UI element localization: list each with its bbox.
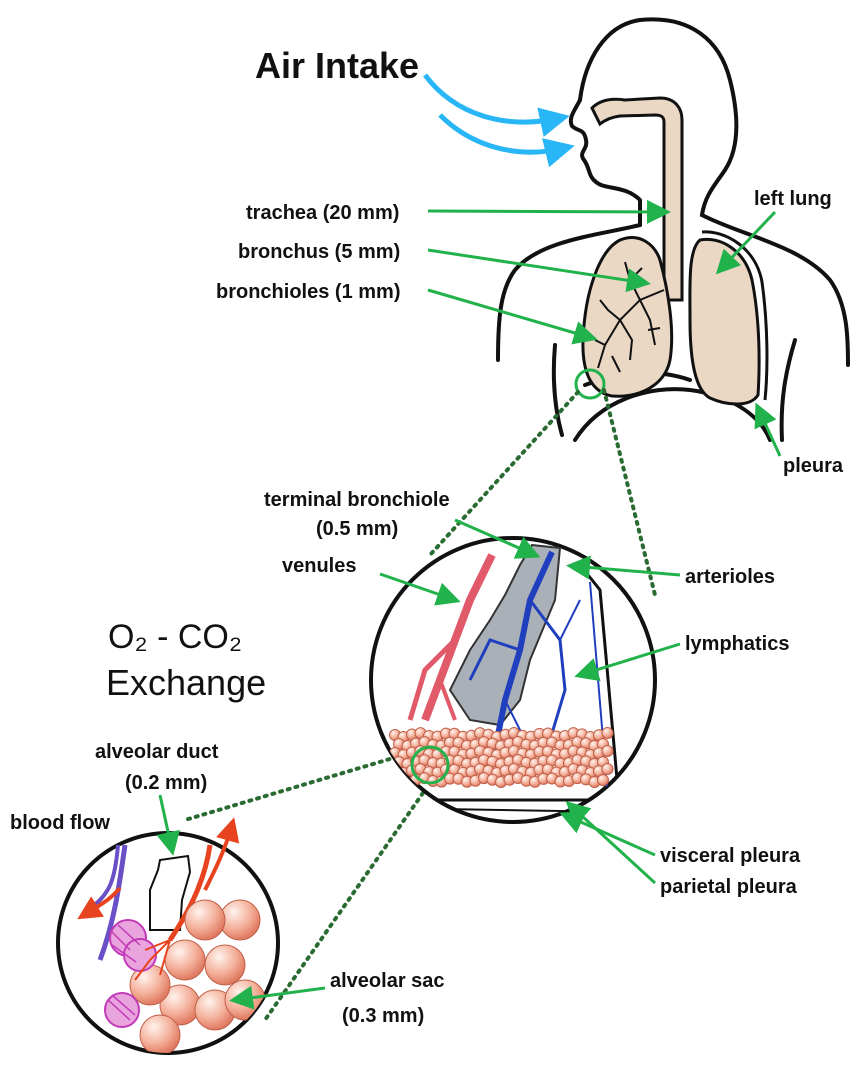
label-pleura: pleura (783, 455, 844, 477)
alveolus (220, 900, 260, 940)
title-exchange-line1: O₂ - CO₂ (108, 618, 242, 656)
label-alveolar-sac: alveolar sac (330, 970, 445, 992)
air-arrows (425, 75, 565, 152)
title-exchange-line2: Exchange (106, 662, 266, 703)
label-terminal-bronchiole-size: (0.5 mm) (316, 518, 398, 540)
label-arterioles: arterioles (685, 566, 775, 588)
label-alveolar-sac-size: (0.3 mm) (342, 1005, 424, 1027)
alveolus (602, 728, 613, 739)
label-lymphatics: lymphatics (685, 633, 789, 655)
label-bronchus: bronchus (5 mm) (238, 241, 400, 263)
label-visceral-pleura: visceral pleura (660, 845, 801, 867)
alveolus (140, 1015, 180, 1055)
label-left-lung: left lung (754, 188, 832, 210)
alveolus (602, 764, 613, 775)
label-alveolar-duct-size: (0.2 mm) (125, 772, 207, 794)
alveolus (394, 775, 405, 786)
alveolus (602, 746, 613, 757)
label-parietal-pleura: parietal pleura (660, 876, 798, 898)
label-alveolar-duct: alveolar duct (95, 741, 219, 763)
alveolus (598, 775, 609, 786)
title-air-intake: Air Intake (255, 45, 419, 86)
alveolus (205, 945, 245, 985)
label-terminal-bronchiole: terminal bronchiole (264, 489, 450, 511)
alveolus (165, 940, 205, 980)
alveolus (185, 900, 225, 940)
label-blood-flow: blood flow (10, 812, 110, 834)
label-bronchioles: bronchioles (1 mm) (216, 281, 400, 303)
label-venules: venules (282, 555, 356, 577)
label-trachea: trachea (20 mm) (246, 202, 399, 224)
